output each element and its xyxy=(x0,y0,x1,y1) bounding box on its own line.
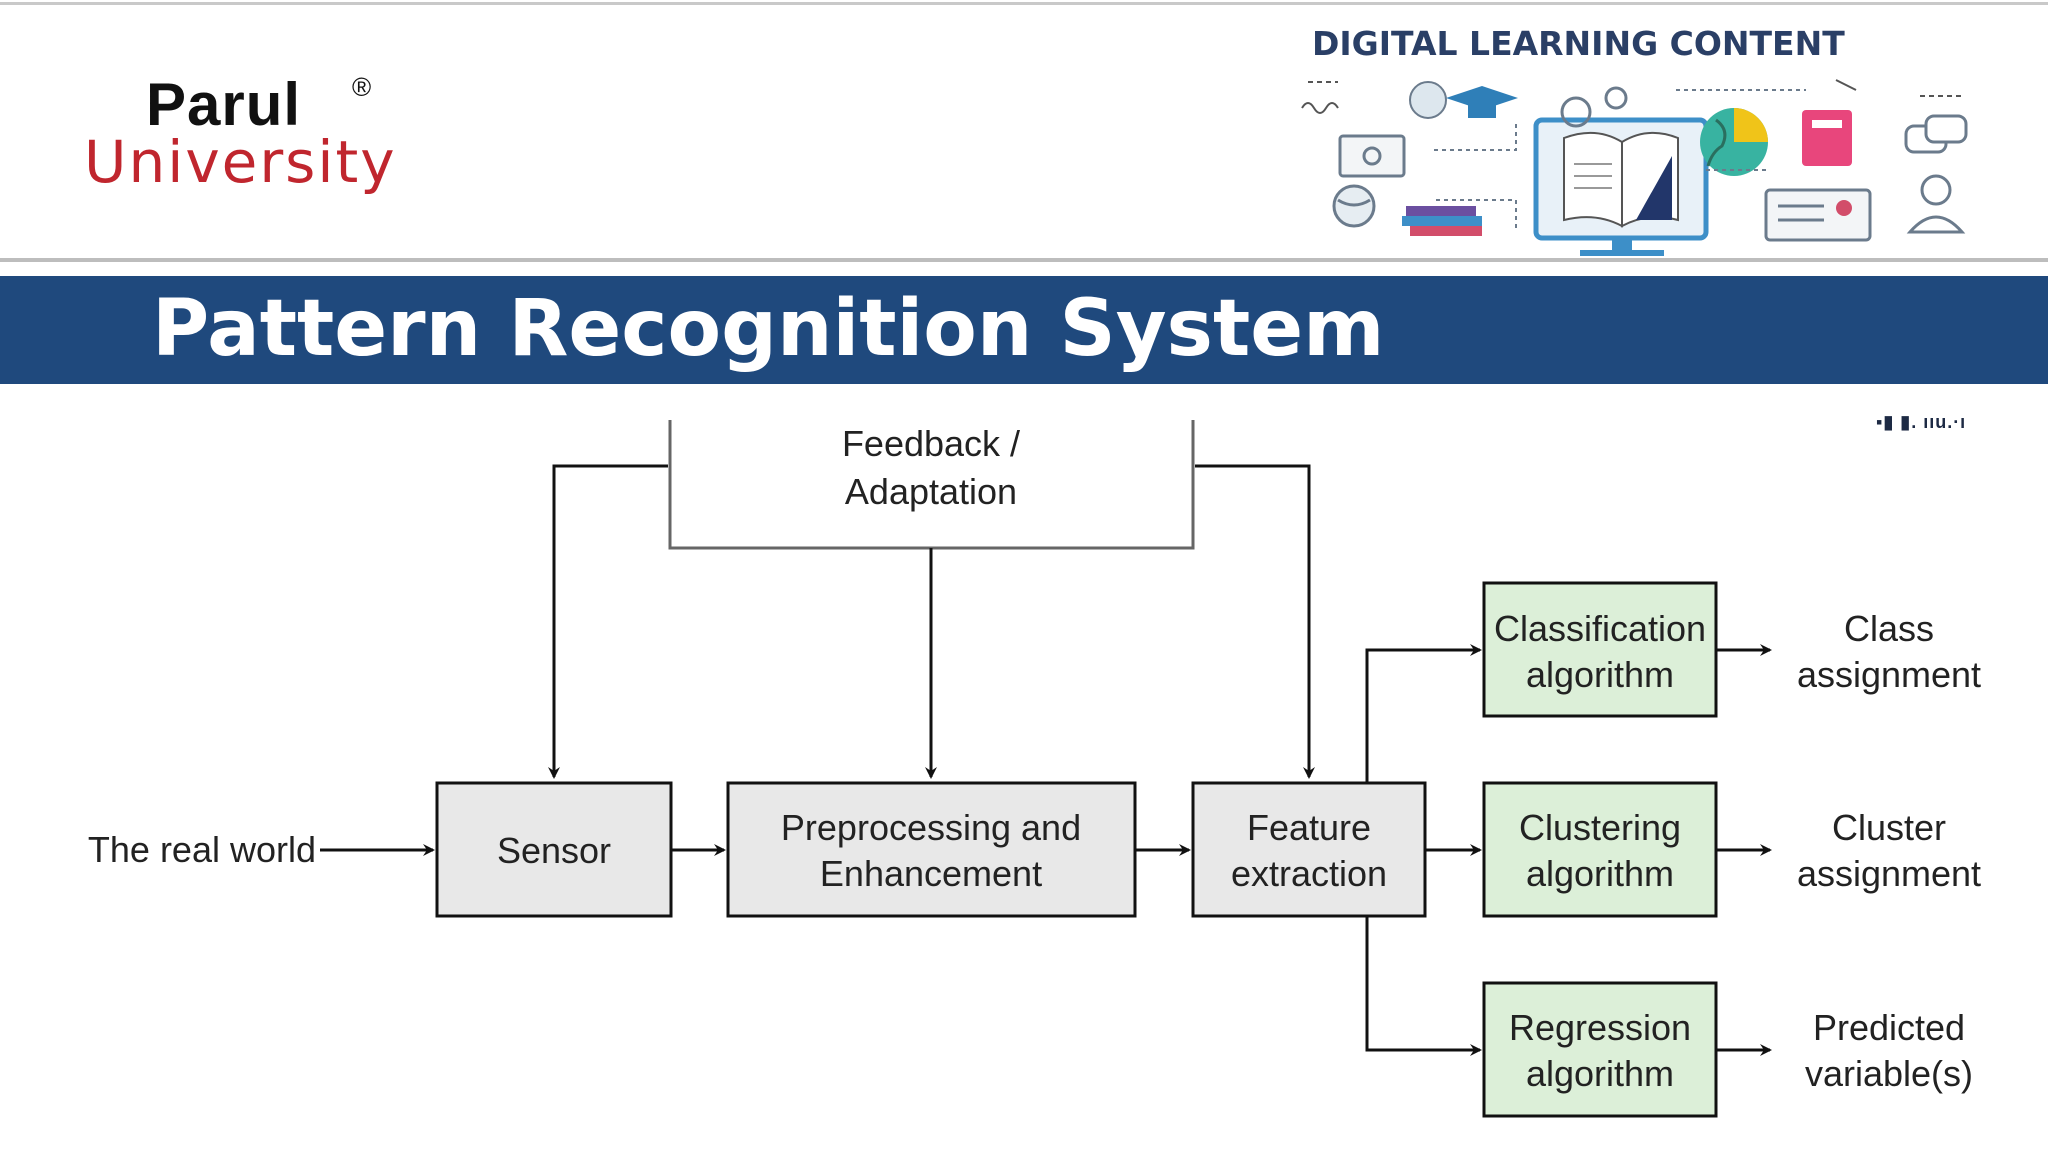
parul-university-logo: Parul ® University xyxy=(84,70,424,200)
feature-extraction-box: Feature extraction xyxy=(1191,781,1427,918)
decorative-dashes-icon xyxy=(1301,79,1962,114)
notebook-icon xyxy=(1802,110,1852,166)
classification-label-line2: algorithm xyxy=(1526,654,1674,695)
laptop-icon xyxy=(1338,134,1406,178)
preprocessing-label-line2: Enhancement xyxy=(820,853,1042,894)
feature-to-regression-arrow xyxy=(1365,916,1482,1056)
regression-output-line1: Predicted xyxy=(1813,1007,1965,1048)
sensor-box: Sensor xyxy=(435,781,673,918)
connector-dashes xyxy=(1434,89,1806,230)
header-divider xyxy=(0,258,2048,262)
books-icon xyxy=(1402,206,1482,236)
feedback-label-line1: Feedback / xyxy=(842,423,1020,464)
class-output-line1: Class xyxy=(1844,608,1934,649)
id-card-icon xyxy=(1764,188,1872,242)
chat-bubbles-icon xyxy=(1904,114,1968,154)
clustering-box: Clustering algorithm xyxy=(1482,781,1718,918)
logo-university-text: University xyxy=(84,128,397,196)
regression-label-line1: Regression xyxy=(1509,1007,1691,1048)
classification-box: Classification algorithm xyxy=(1482,581,1718,718)
class-output-line2: assignment xyxy=(1797,654,1981,695)
user-avatar-icon xyxy=(1906,174,1966,234)
feature-label-line2: extraction xyxy=(1231,853,1387,894)
feedback-label-line2: Adaptation xyxy=(845,471,1017,512)
top-rule xyxy=(0,2,2048,5)
sensor-label: Sensor xyxy=(497,830,611,871)
real-world-label: The real world xyxy=(88,829,316,870)
title-banner: Pattern Recognition System xyxy=(0,276,2048,384)
regression-output-line2: variable(s) xyxy=(1805,1053,1973,1094)
cluster-output-line1: Cluster xyxy=(1832,807,1946,848)
preprocessing-box: Preprocessing and Enhancement xyxy=(726,781,1137,918)
logo-parul-text: Parul xyxy=(146,71,302,138)
regression-box: Regression algorithm xyxy=(1482,981,1718,1118)
clustering-label-line1: Clustering xyxy=(1519,807,1681,848)
slide-title: Pattern Recognition System xyxy=(152,284,1385,374)
globe-pie-icon xyxy=(1700,108,1768,176)
logo-registered-mark: ® xyxy=(352,72,372,102)
scan-artifact-mark: ▪▮ ▮. ııu.·ı xyxy=(1876,412,1967,432)
digital-learning-illustration xyxy=(1301,79,1968,256)
globe-icon xyxy=(1332,184,1376,228)
monitor-with-book-icon xyxy=(1533,117,1709,256)
feature-to-classification-arrow xyxy=(1365,644,1482,783)
cluster-output-line2: assignment xyxy=(1797,853,1981,894)
preprocessing-label-line1: Preprocessing and xyxy=(781,807,1081,848)
feedback-connectors xyxy=(548,464,1315,779)
gear-icon xyxy=(1560,86,1628,128)
feedback-adaptation-box: Feedback / Adaptation xyxy=(668,420,1195,550)
feedback-to-feature-arrow xyxy=(1195,464,1315,779)
digital-learning-content-title: DIGITAL LEARNING CONTENT xyxy=(1312,24,1845,63)
pattern-recognition-diagram: Feedback / Adaptation The real world Sen… xyxy=(88,420,1981,1118)
clustering-label-line2: algorithm xyxy=(1526,853,1674,894)
feedback-to-sensor-arrow xyxy=(548,464,668,779)
feature-label-line1: Feature xyxy=(1247,807,1371,848)
classification-label-line1: Classification xyxy=(1494,608,1706,649)
regression-label-line2: algorithm xyxy=(1526,1053,1674,1094)
graduation-cap-icon xyxy=(1409,81,1518,119)
